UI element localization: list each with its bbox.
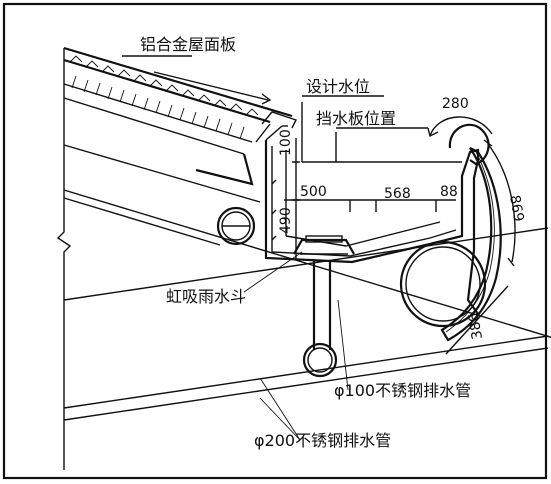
dim-88-label: 88 (440, 184, 458, 200)
water-level-marks (284, 95, 462, 212)
dim-vertical: 100 490 (278, 129, 300, 260)
leader-lines (122, 55, 349, 441)
label-siphon-drain: 虹吸雨水斗 (166, 287, 246, 306)
dim-386: 386 (445, 285, 509, 355)
roof-corrugation (69, 55, 259, 140)
label-roof-panel: 铝合金屋面板 (140, 35, 236, 54)
dim-568-label: 568 (384, 186, 411, 202)
small-pipe-left (216, 206, 256, 246)
label-pipe-200: φ200不锈钢排水管 (254, 431, 391, 450)
flow-arrows (153, 71, 272, 105)
dim-490-label: 490 (278, 207, 294, 234)
label-pipe-100: φ100不锈钢排水管 (334, 381, 471, 400)
dim-500-label: 500 (300, 184, 327, 200)
dim-386-label: 386 (466, 311, 486, 340)
large-drain-pipe (399, 240, 487, 328)
dim-869: 869 (483, 139, 526, 267)
label-design-water-level: 设计水位 (306, 77, 370, 96)
aluminum-roof-panel (63, 46, 297, 186)
dim-280: 280 (427, 96, 493, 138)
curved-fascia (440, 145, 502, 342)
break-line (56, 48, 72, 470)
drawing-frame (2, 2, 548, 480)
dim-280-label: 280 (442, 96, 469, 112)
dim-100-label: 100 (278, 129, 294, 156)
dim-869-label: 869 (506, 194, 526, 223)
label-baffle-position: 挡水板位置 (316, 109, 396, 128)
gutter (264, 125, 480, 315)
siphon-drain-hopper (293, 235, 355, 350)
drain-pipe-cut (302, 342, 338, 378)
